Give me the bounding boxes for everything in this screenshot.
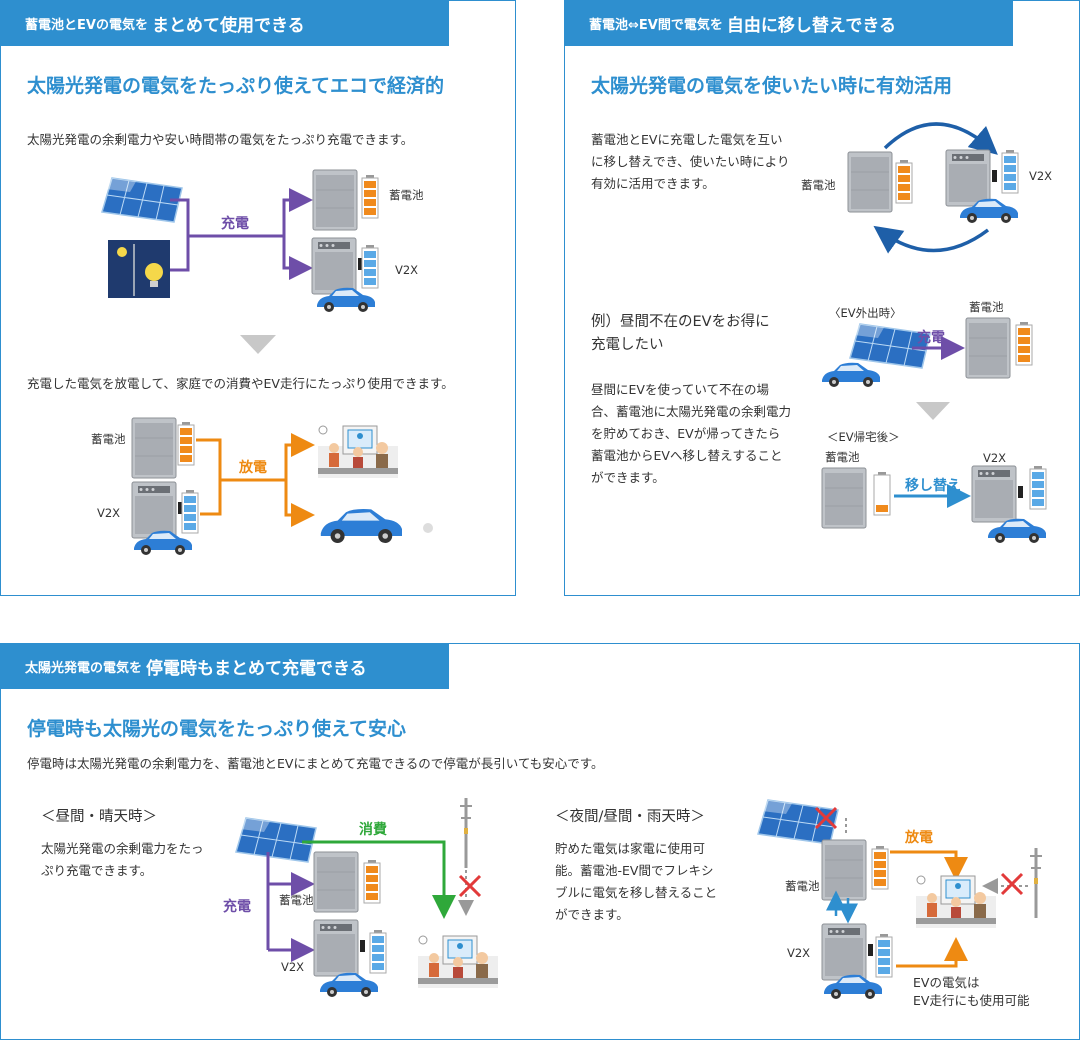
night-title: ＜夜間/昼間・雨天時＞ (555, 809, 705, 825)
flow-label-consume: 消費 (359, 822, 387, 838)
description-text: 充電した電気を放電して、家庭での消費やEV走行にたっぷり使用できます。 (27, 376, 454, 391)
transfer-arrow-top (883, 122, 998, 155)
exhaust-cloud-icon (423, 523, 433, 533)
panel-tab: 太陽光発電の電気を 停電時もまとめて充電できる (1, 644, 449, 689)
section-heading: 太陽光発電の電気をたっぷり使えてエコで経済的 (27, 75, 445, 97)
tab-label-small: 蓄電池とEVの電気を (25, 18, 148, 33)
flow-label-transfer: 移し替え (905, 478, 961, 494)
tab-label-small: 蓄電池⇔EV間で電気を (589, 18, 723, 33)
v2x-label: V2X (787, 946, 811, 960)
feature-panel-transfer: 蓄電池⇔EV間で電気を 自由に移し替えできる 太陽光発電の電気を使いたい時に有効… (564, 0, 1080, 596)
battery-label: 蓄電池 (801, 178, 836, 192)
v2x-label: V2X (983, 451, 1007, 465)
example-text: 昼間にEVを使っていて不在の場合、蓄電池に太陽光発電の余剰電力を貯めておき、EV… (591, 382, 792, 485)
v2x-label: V2X (395, 263, 419, 277)
night-home-icon (108, 240, 170, 298)
v2x-label: V2X (281, 960, 305, 974)
panel-tab: 蓄電池とEVの電気を まとめて使用できる (1, 1, 449, 46)
ev-note-line: EV走行にも使用可能 (913, 993, 1030, 1008)
ev-note-line: EVの電気は (913, 975, 980, 990)
feature-panel-combined-use: 蓄電池とEVの電気を まとめて使用できる 太陽光発電の電気をたっぷり使えてエコで… (0, 0, 516, 596)
battery-label: 蓄電池 (969, 300, 1004, 314)
down-triangle-icon (916, 402, 950, 420)
battery-label: 蓄電池 (785, 879, 820, 893)
flow-label-charge: 充電 (223, 899, 251, 915)
panel-tab: 蓄電池⇔EV間で電気を 自由に移し替えできる (565, 1, 1013, 46)
down-triangle-icon (240, 335, 276, 354)
flow-label-discharge: 放電 (905, 830, 933, 846)
v2x-label: V2X (1029, 169, 1053, 183)
tab-label-small: 太陽光発電の電気を (25, 661, 143, 676)
flow-label-discharge: 放電 (239, 460, 267, 476)
description-text: 蓄電池とEVに充電した電気を互いに移し替えでき、使いたい時により有効に活用できま… (591, 132, 790, 191)
transfer-arrow-bottom (873, 225, 990, 254)
night-text: 貯めた電気は家電に使用可能。蓄電池-EV間でフレキシブルに電気を移し替えることが… (555, 841, 718, 922)
battery-label: 蓄電池 (279, 893, 314, 907)
v2x-label: V2X (97, 506, 121, 520)
battery-label: 蓄電池 (91, 432, 126, 446)
flow-label-charge: 充電 (221, 216, 249, 232)
example-title: 例）昼間不在のEVをお得に充電したい (591, 314, 770, 354)
description-text: 停電時は太陽光発電の余剰電力を、蓄電池とEVにまとめて充電できるので停電が長引い… (27, 756, 604, 771)
day-title: ＜昼間・晴天時＞ (41, 809, 157, 825)
tab-label-large: まとめて使用できる (151, 16, 305, 36)
battery-label: 蓄電池 (825, 450, 860, 464)
ev-out-label: 〈EV外出時〉 (829, 306, 902, 320)
ev-home-label: ＜EV帰宅後＞ (827, 430, 900, 444)
tab-label-large: 自由に移し替えできる (726, 16, 896, 36)
description-text: 太陽光発電の余剰電力や安い時間帯の電気をたっぷり充電できます。 (27, 132, 414, 147)
day-text: 太陽光発電の余剰電力をたっぷり充電できます。 (41, 841, 204, 878)
tab-label-large: 停電時もまとめて充電できる (146, 659, 367, 679)
feature-panel-blackout: 太陽光発電の電気を 停電時もまとめて充電できる 停電時も太陽光の電気をたっぷり使… (0, 643, 1080, 1040)
battery-label: 蓄電池 (389, 188, 424, 202)
section-heading: 停電時も太陽光の電気をたっぷり使えて安心 (27, 718, 407, 740)
section-heading: 太陽光発電の電気を使いたい時に有効活用 (591, 75, 953, 97)
flow-label-charge: 充電 (917, 330, 945, 346)
